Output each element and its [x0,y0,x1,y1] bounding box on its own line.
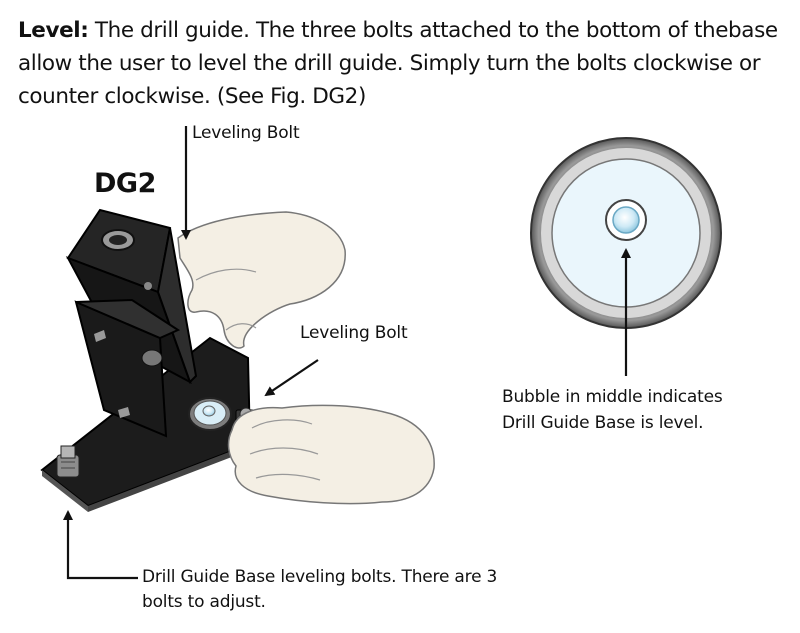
arrow-side-bolt [264,359,319,397]
base-leveling-bolt [56,445,80,478]
label-leveling-bolt-top: Leveling Bolt [192,123,300,143]
intro-text: The drill guide. The three bolts attache… [18,18,778,109]
bubble-level-detail [530,137,722,329]
base-bubble-level [188,397,232,431]
figure-title: DG2 [94,168,156,199]
label-base-bolts-line2: bolts to adjust. [142,592,266,612]
label-base-bolts-line1: Drill Guide Base leveling bolts. There a… [142,567,498,587]
hand-turning-bolt [227,404,435,505]
arrow-base-bolts [63,510,138,580]
intro-lead: Level: [18,18,89,43]
label-bubble-line1: Bubble in middle indicates [502,387,723,407]
label-leveling-bolt-side: Leveling Bolt [300,323,408,343]
callout-arrows [63,126,631,580]
drill-guide-column [65,208,198,438]
hand-on-column [177,211,346,349]
intro-paragraph: Level: The drill guide. The three bolts … [18,14,788,113]
label-bubble-line2: Drill Guide Base is level. [502,413,704,433]
